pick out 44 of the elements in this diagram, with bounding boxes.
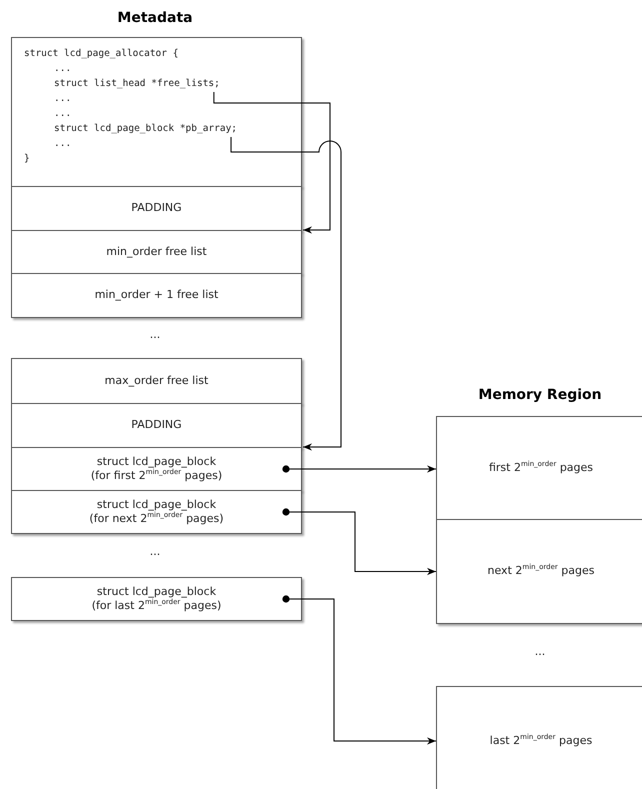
cell-text: PADDING bbox=[131, 201, 182, 216]
cell-text: struct lcd_page_block bbox=[96, 454, 216, 468]
memory-block bbox=[436, 519, 642, 624]
ellipsis-text: ... bbox=[534, 645, 546, 658]
code-line: ... bbox=[53, 137, 72, 151]
metadata-cell bbox=[11, 230, 302, 274]
code-line: ... bbox=[53, 107, 72, 121]
arrow bbox=[213, 92, 330, 234]
metadata-cell bbox=[11, 403, 302, 448]
memory-block bbox=[436, 686, 642, 789]
code-line: struct lcd_page_block *pb_array; bbox=[53, 122, 238, 136]
metadata-cell bbox=[11, 447, 302, 491]
section-title: Metadata bbox=[117, 10, 193, 26]
ellipsis-text: ... bbox=[150, 545, 160, 558]
cell-text: first 2$^{min_order}$ pages bbox=[488, 460, 594, 476]
code-line: struct list_head *free_lists; bbox=[53, 77, 220, 91]
arrow bbox=[282, 508, 436, 576]
arrow bbox=[230, 136, 342, 451]
cell-text: (for first 2$^{min_order}$ pages) bbox=[90, 469, 222, 484]
cell-text: PADDING bbox=[131, 418, 182, 433]
cell-text: last 2$^{min_order}$ pages bbox=[490, 734, 592, 748]
code-line: ... bbox=[53, 62, 72, 76]
code-box bbox=[11, 37, 302, 187]
arrow bbox=[282, 465, 436, 473]
code-line: } bbox=[24, 152, 30, 166]
code-line: ... bbox=[53, 92, 72, 106]
metadata-cell bbox=[11, 358, 302, 404]
metadata-cell bbox=[11, 490, 302, 534]
cell-text: min_order + 1 free list bbox=[94, 288, 218, 303]
code-line: struct lcd_page_allocator { bbox=[24, 47, 178, 61]
cell-text: struct lcd_page_block bbox=[96, 584, 216, 598]
cell-text: (for last 2$^{min_order}$ pages) bbox=[92, 599, 222, 614]
metadata-cell bbox=[11, 577, 302, 621]
memory-block bbox=[436, 416, 642, 520]
cell-text: max_order free list bbox=[104, 374, 208, 388]
arrow bbox=[282, 595, 436, 745]
cell-text: struct lcd_page_block bbox=[96, 498, 216, 512]
cell-text: min_order free list bbox=[106, 244, 207, 260]
section-title: Memory Region bbox=[478, 387, 602, 403]
metadata-cell bbox=[11, 186, 302, 231]
ellipsis-text: ... bbox=[150, 328, 160, 341]
cell-text: next 2$^{min_order}$ pages bbox=[488, 564, 594, 579]
cell-text: (for next 2$^{min_order}$ pages) bbox=[89, 512, 224, 526]
metadata-cell bbox=[11, 273, 302, 318]
